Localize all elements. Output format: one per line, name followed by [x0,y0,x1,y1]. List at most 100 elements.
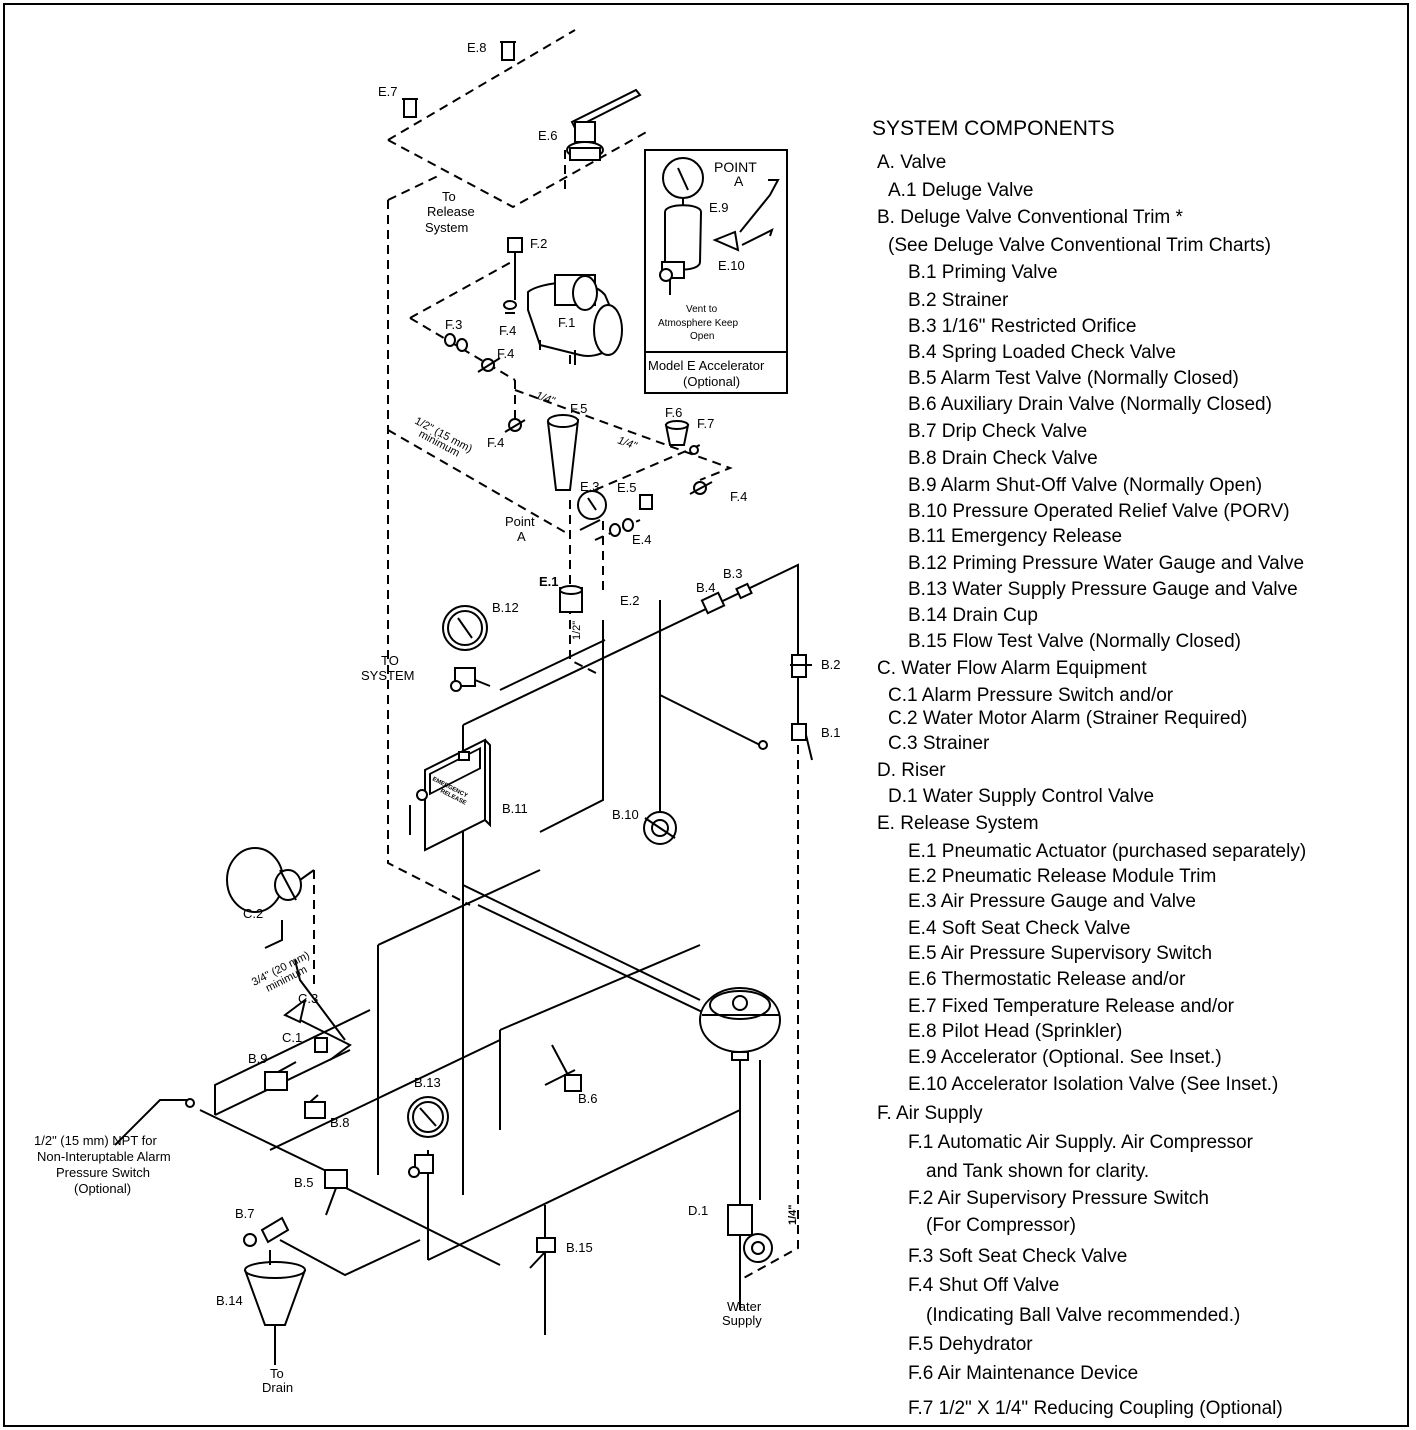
legend-item: C.2 Water Motor Alarm (Strainer Required… [888,708,1248,729]
label-to-release-2: Release [427,204,475,219]
label-f3: F.3 [445,317,462,332]
drain-check-valve-icon [304,1094,326,1119]
legend-item: F.7 1/2" X 1/4" Reducing Coupling (Optio… [908,1398,1283,1419]
legend-item: F.5 Dehydrator [908,1334,1033,1355]
label-f4-right: F.4 [730,489,747,504]
legend-item: F.6 Air Maintenance Device [908,1363,1139,1384]
deluge-valve-icon [699,987,781,1061]
label-c1: C.1 [282,1030,302,1045]
legend-item: E.2 Pneumatic Release Module Trim [908,866,1217,887]
legend-item: B.8 Drain Check Valve [908,448,1098,469]
legend-item: E.4 Soft Seat Check Valve [908,918,1131,939]
label-water-supply-1: Water [727,1299,762,1314]
alarm-test-valve-icon [324,1169,348,1216]
water-motor-alarm-icon [226,847,302,913]
legend-item: F. Air Supply [877,1103,983,1124]
pressure-operated-relief-valve-icon [643,811,677,845]
legend-item: B.4 Spring Loaded Check Valve [908,342,1176,363]
label-e2: E.2 [620,593,640,608]
label-b1: B.1 [821,725,841,740]
drain-cup-icon [244,1250,306,1365]
air-pressure-supervisory-switch-icon [639,494,653,510]
air-maintenance-device-icon [664,420,690,446]
legend-item: E.1 Pneumatic Actuator (purchased separa… [908,841,1307,862]
drip-check-valve-icon [243,1216,290,1247]
label-f1: F.1 [558,315,575,330]
label-c3: C.3 [298,991,318,1006]
legend-item: E.10 Accelerator Isolation Valve (See In… [908,1074,1279,1095]
label-to-system-2: SYSTEM [361,668,414,683]
spring-loaded-check-valve-icon [700,591,726,615]
legend-item: (For Compressor) [926,1215,1076,1236]
priming-valve-icon [791,723,813,761]
label-npt-4: (Optional) [74,1181,131,1196]
legend-item: A.1 Deluge Valve [888,180,1034,201]
label-b5: B.5 [294,1175,314,1190]
inset-title-1: Model E Accelerator [648,358,765,373]
legend-item: B.3 1/16" Restricted Orifice [908,316,1137,337]
label-e5: E.5 [617,480,637,495]
legend-item: F.1 Automatic Air Supply. Air Compressor [908,1132,1253,1153]
label-b6: B.6 [578,1091,598,1106]
label-f4-low: F.4 [487,435,504,450]
label-quarter-inch-1: 1/4" [534,390,557,408]
label-to-system-1: TO [381,653,399,668]
legend-item: C.3 Strainer [888,733,990,754]
alarm-shutoff-valve-icon [264,1061,297,1091]
strainer-icon [790,654,812,678]
air-supervisory-switch-icon [507,237,523,253]
label-b15: B.15 [566,1240,593,1255]
legend-item: C.1 Alarm Pressure Switch and/or [888,685,1174,706]
legend-item: A. Valve [877,152,947,173]
vent-plug-icon [758,740,768,750]
inset-vent-2: Atmosphere Keep [658,318,738,329]
legend-item: B.12 Priming Pressure Water Gauge and Va… [908,553,1305,574]
legend-item: B.5 Alarm Test Valve (Normally Closed) [908,368,1239,389]
legend-item: F.4 Shut Off Valve [908,1275,1060,1296]
label-f4-top: F.4 [499,323,516,338]
label-npt-2: Non-Interuptable Alarm [37,1149,171,1164]
label-npt-1: 1/2" (15 mm) NPT for [34,1133,158,1148]
label-water-supply-2: Supply [722,1313,762,1328]
water-supply-control-valve-icon [727,1204,773,1310]
fixed-temperature-release-icon [402,98,418,118]
label-b4: B.4 [696,580,716,595]
accelerator-icon [659,157,704,295]
pneumatic-actuator-icon [559,585,583,613]
shut-off-valve-icon [504,418,526,433]
legend-item: E.5 Air Pressure Supervisory Switch [908,943,1213,964]
label-e1: E.1 [539,574,559,589]
legend-item: E. Release System [877,813,1039,834]
inset-point-1: POINT [714,159,757,175]
legend-item: and Tank shown for clarity. [926,1161,1150,1182]
label-to-drain-2: Drain [262,1380,293,1395]
emergency-release-box-icon [416,738,491,852]
legend-item: B.1 Priming Valve [908,262,1058,283]
strainer-icon [283,997,307,1024]
legend-item: B.11 Emergency Release [908,526,1123,547]
water-supply-pressure-gauge-icon [407,1096,449,1178]
label-e3: E.3 [580,479,600,494]
label-e8: E.8 [467,40,487,55]
inset-point-2: A [734,173,744,189]
flow-test-valve-icon [529,1237,556,1269]
label-b12: B.12 [492,600,519,615]
label-e7: E.7 [378,84,398,99]
legend-item: B.7 Drip Check Valve [908,421,1088,442]
label-b9: B.9 [248,1051,268,1066]
label-point-a-2: A [517,529,526,544]
label-b14: B.14 [216,1293,243,1308]
inset-e10: E.10 [718,258,745,273]
priming-pressure-gauge-icon [442,605,491,692]
label-npt-3: Pressure Switch [56,1165,150,1180]
label-d1: D.1 [688,1203,708,1218]
legend-item: E.7 Fixed Temperature Release and/or [908,996,1234,1017]
soft-seat-check-valve-icon [444,333,468,352]
restricted-orifice-icon [735,582,753,600]
legend-item: E.9 Accelerator (Optional. See Inset.) [908,1047,1222,1068]
label-f2: F.2 [530,236,547,251]
legend-item: E.3 Air Pressure Gauge and Valve [908,891,1196,912]
legend-item: E.8 Pilot Head (Sprinkler) [908,1021,1123,1042]
shut-off-valve-icon [503,300,517,314]
